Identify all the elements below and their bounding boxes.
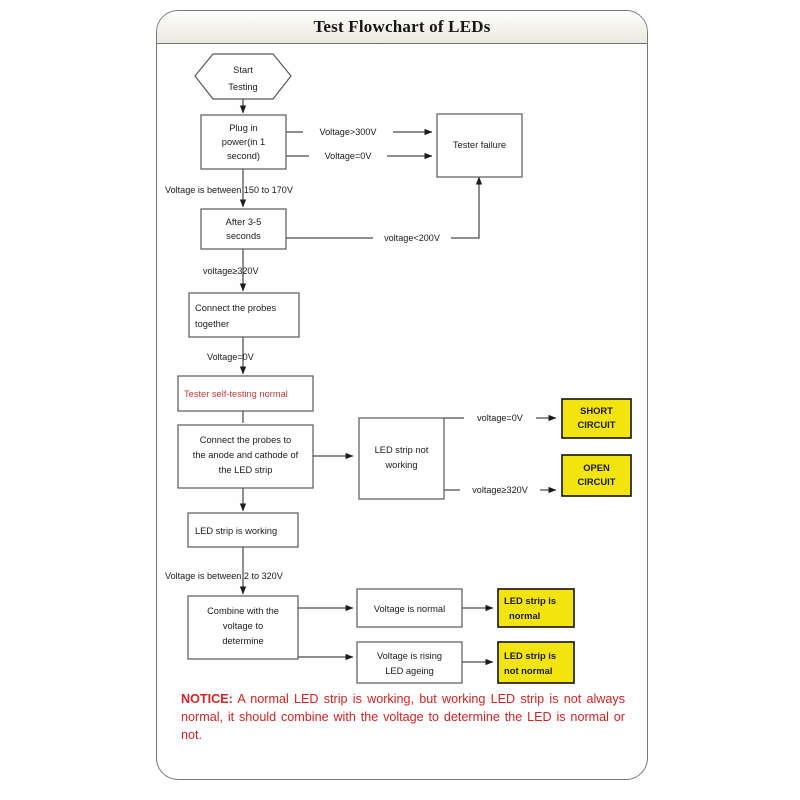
node-combine-line-0: Combine with the: [207, 606, 279, 616]
node-notworking-line-1: working: [384, 460, 417, 470]
node-connect-probes-led[interactable]: Connect the probes to the anode and cath…: [177, 424, 314, 489]
node-plug-in-power[interactable]: Plug in power(in 1 second): [200, 114, 287, 170]
card-header: Test Flowchart of LEDs: [157, 11, 647, 44]
node-lednotnorm-line-0: LED strip is: [504, 650, 556, 661]
node-short-line-1: CIRCUIT: [577, 419, 615, 430]
edge-label-layer: Voltage>300V Voltage=0V Voltage is betwe…: [165, 124, 540, 581]
node-selftest-label: Tester self-testing normal: [184, 389, 288, 399]
node-probestog-line-1: together: [195, 319, 229, 329]
node-plug-line-0: Plug in: [229, 123, 257, 133]
flowchart-diagram: Start Testing Plug in power(in 1 second)…: [165, 53, 632, 684]
node-open-line-1: CIRCUIT: [577, 476, 615, 487]
node-after-3-5-seconds[interactable]: After 3-5 seconds: [200, 208, 287, 250]
edge-label-voltage-ge-320-a: voltage≥320V: [203, 266, 259, 276]
node-combine-line-1: voltage to: [223, 621, 263, 631]
node-lednormal-line-0: LED strip is: [504, 595, 556, 606]
node-after-line-1: seconds: [226, 231, 261, 241]
node-tester-self-testing-normal[interactable]: Tester self-testing normal: [177, 375, 314, 412]
edge-label-voltage-eq-0-a: Voltage=0V: [325, 151, 373, 161]
notice-label: NOTICE:: [181, 692, 233, 706]
notice-body: A normal LED strip is working, but worki…: [181, 692, 625, 742]
flowchart-card: Test Flowchart of LEDs: [156, 10, 648, 780]
node-short-circuit[interactable]: SHORT CIRCUIT: [561, 398, 632, 439]
notice-text: NOTICE: A normal LED strip is working, b…: [181, 691, 625, 745]
edge-label-voltage-ge-320-b: voltage≥320V: [472, 485, 528, 495]
node-led-strip-is-not-normal[interactable]: LED strip is not normal: [497, 641, 575, 684]
edge-label-voltage-150-170: Voltage is between 150 to 170V: [165, 185, 294, 195]
node-combine-line-2: determine: [222, 636, 263, 646]
node-ledworking-label: LED strip is working: [195, 526, 277, 536]
edge-label-voltage-eq-0-c: voltage=0V: [477, 413, 524, 423]
node-probestog-line-0: Connect the probes: [195, 303, 276, 313]
node-after-line-0: After 3-5: [226, 217, 262, 227]
node-open-circuit[interactable]: OPEN CIRCUIT: [561, 454, 632, 497]
node-led-strip-is-normal[interactable]: LED strip is normal: [497, 588, 575, 628]
node-voltage-is-rising[interactable]: Voltage is rising LED ageing: [356, 641, 463, 684]
node-voltage-is-normal[interactable]: Voltage is normal: [356, 588, 463, 628]
node-led-strip-not-working[interactable]: LED strip not working: [358, 417, 445, 500]
edge-label-voltage-gt-300: Voltage>300V: [320, 127, 378, 137]
node-lednotnorm-line-1: not normal: [504, 665, 552, 676]
node-probesled-line-0: Connect the probes to: [200, 435, 291, 445]
node-start-line-0: Start: [233, 65, 253, 75]
node-vrising-line-1: LED ageing: [385, 666, 434, 676]
node-notworking-line-0: LED strip not: [375, 445, 429, 455]
edge-label-voltage-2-320: Voltage is between 2 to 320V: [165, 571, 284, 581]
node-probesled-line-2: the LED strip: [219, 465, 273, 475]
node-short-line-0: SHORT: [580, 405, 613, 416]
edge-label-voltage-eq-0-b: Voltage=0V: [207, 352, 255, 362]
node-probesled-line-1: the anode and cathode of: [193, 450, 299, 460]
node-connect-probes-together[interactable]: Connect the probes together: [188, 292, 300, 338]
node-start[interactable]: Start Testing: [194, 53, 292, 100]
node-combine-voltage[interactable]: Combine with the voltage to determine: [187, 595, 299, 660]
node-lednormal-line-1: normal: [509, 610, 540, 621]
node-tester-failure-label: Tester failure: [453, 140, 506, 150]
edge-after-to-failure: [286, 176, 483, 239]
node-open-line-0: OPEN: [583, 462, 610, 473]
node-vnormal-label: Voltage is normal: [374, 604, 445, 614]
node-plug-line-2: second): [227, 151, 260, 161]
node-tester-failure[interactable]: Tester failure: [436, 113, 523, 178]
node-start-line-1: Testing: [228, 82, 257, 92]
edge-label-voltage-lt-200: voltage<200V: [384, 233, 441, 243]
node-plug-line-1: power(in 1: [222, 137, 265, 147]
node-led-strip-is-working[interactable]: LED strip is working: [187, 512, 299, 548]
page-title: Test Flowchart of LEDs: [313, 17, 491, 36]
node-vrising-line-0: Voltage is rising: [377, 651, 442, 661]
